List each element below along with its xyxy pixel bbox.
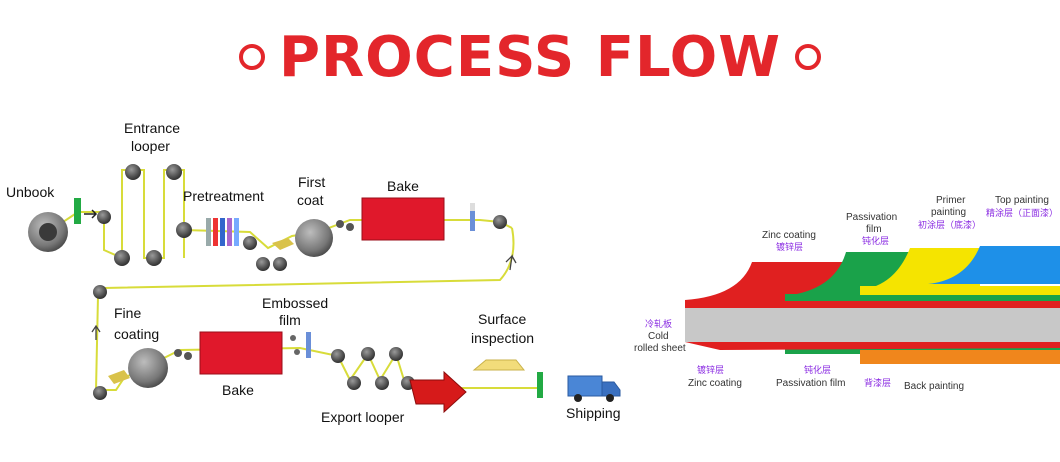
surface-inspection-label-1: Surface (478, 311, 526, 327)
primer-label-2: painting (931, 207, 966, 218)
top-painting-label: Top painting (995, 195, 1049, 206)
arrow-up-icon (505, 254, 517, 271)
embossed-film-icon (290, 332, 311, 358)
cold-label-2: rolled sheet (634, 343, 686, 354)
embossed-film-label-2: film (279, 312, 301, 328)
zinc-coating-bottom-cn-label: 镀锌层 (697, 364, 724, 376)
title-row: PROCESS FLOW (0, 22, 1060, 92)
circle-icon-right (795, 44, 822, 70)
cold-cn-label: 冷轧板 (645, 318, 672, 330)
back-painting-label: Back painting (904, 381, 964, 392)
surface-inspection-label-2: inspection (471, 330, 534, 346)
entry-stand-icon (74, 198, 81, 224)
entrance-looper-label-2: looper (131, 138, 170, 154)
passivation-bottom-label: Passivation film (776, 378, 845, 389)
embossed-film-label-1: Embossed (262, 295, 328, 311)
bake-bottom-label: Bake (222, 382, 254, 398)
back-painting-band (860, 350, 1060, 364)
first-coat-label-2: coat (297, 192, 324, 208)
passivation-bottom-cn-label: 钝化层 (804, 364, 831, 376)
exit-arrow-icon (409, 370, 467, 414)
pretreatment-rolls (243, 236, 287, 271)
entrance-looper-label-1: Entrance (124, 120, 180, 136)
lower-left-roll (93, 386, 107, 400)
zinc-coating-top-cn-label: 镀锌层 (776, 241, 803, 253)
zinc-coating-bottom-band (685, 342, 1060, 350)
shipping-label: Shipping (566, 405, 621, 421)
page-title: PROCESS FLOW (278, 24, 782, 90)
primer-label-1: Primer (936, 195, 966, 206)
unbook-label: Unbook (6, 184, 55, 200)
arrow-icon (84, 209, 98, 219)
bake-oven-top (361, 197, 445, 241)
zinc-coating-bottom-label: Zinc coating (688, 378, 742, 389)
fine-coating-label-2: coating (114, 326, 159, 342)
cold-rolled-core (685, 308, 1060, 342)
strip-path (47, 169, 540, 391)
zinc-coating-top-label: Zinc coating (762, 230, 816, 241)
exit-stand-icon (537, 372, 543, 398)
circle-icon-left (238, 44, 265, 70)
zinc-coating-top-band (685, 262, 850, 300)
passivation-top-label-2: film (866, 224, 882, 235)
fine-coating-roller (108, 348, 192, 388)
cooler-icon (470, 203, 475, 231)
first-coat-label-1: First (298, 174, 325, 190)
passivation-top-label-1: Passivation (846, 212, 897, 223)
truck-icon (567, 375, 621, 402)
primer-cn-label: 初涂层（底漆） (918, 219, 981, 231)
layer-diagram (685, 246, 1060, 364)
inspection-table-icon (472, 359, 526, 371)
entrance-looper-rolls (97, 164, 192, 266)
top-painting-band (928, 246, 1060, 284)
bake-top-label: Bake (387, 178, 419, 194)
lower-turn-roll (93, 285, 107, 299)
export-looper-rolls (331, 347, 415, 390)
first-coat-roller (272, 219, 354, 257)
unbook-coil (28, 212, 68, 252)
export-looper-label: Export looper (321, 409, 405, 425)
cold-label-1: Cold (648, 331, 669, 342)
bake-oven-bottom (199, 331, 283, 375)
pretreatment-label: Pretreatment (183, 188, 264, 204)
top-painting-cn-label: 精涂层（正面漆） (986, 207, 1058, 219)
passivation-top-cn-label: 钝化层 (862, 235, 889, 247)
arrow-down-icon (91, 324, 101, 340)
fine-coating-label-1: Fine (114, 305, 141, 321)
turn-roll (493, 215, 507, 229)
back-painting-cn-label: 背漆层 (864, 377, 891, 389)
zinc-coating-top-edge (685, 300, 1060, 308)
pretreatment-tanks-icon (206, 218, 239, 246)
